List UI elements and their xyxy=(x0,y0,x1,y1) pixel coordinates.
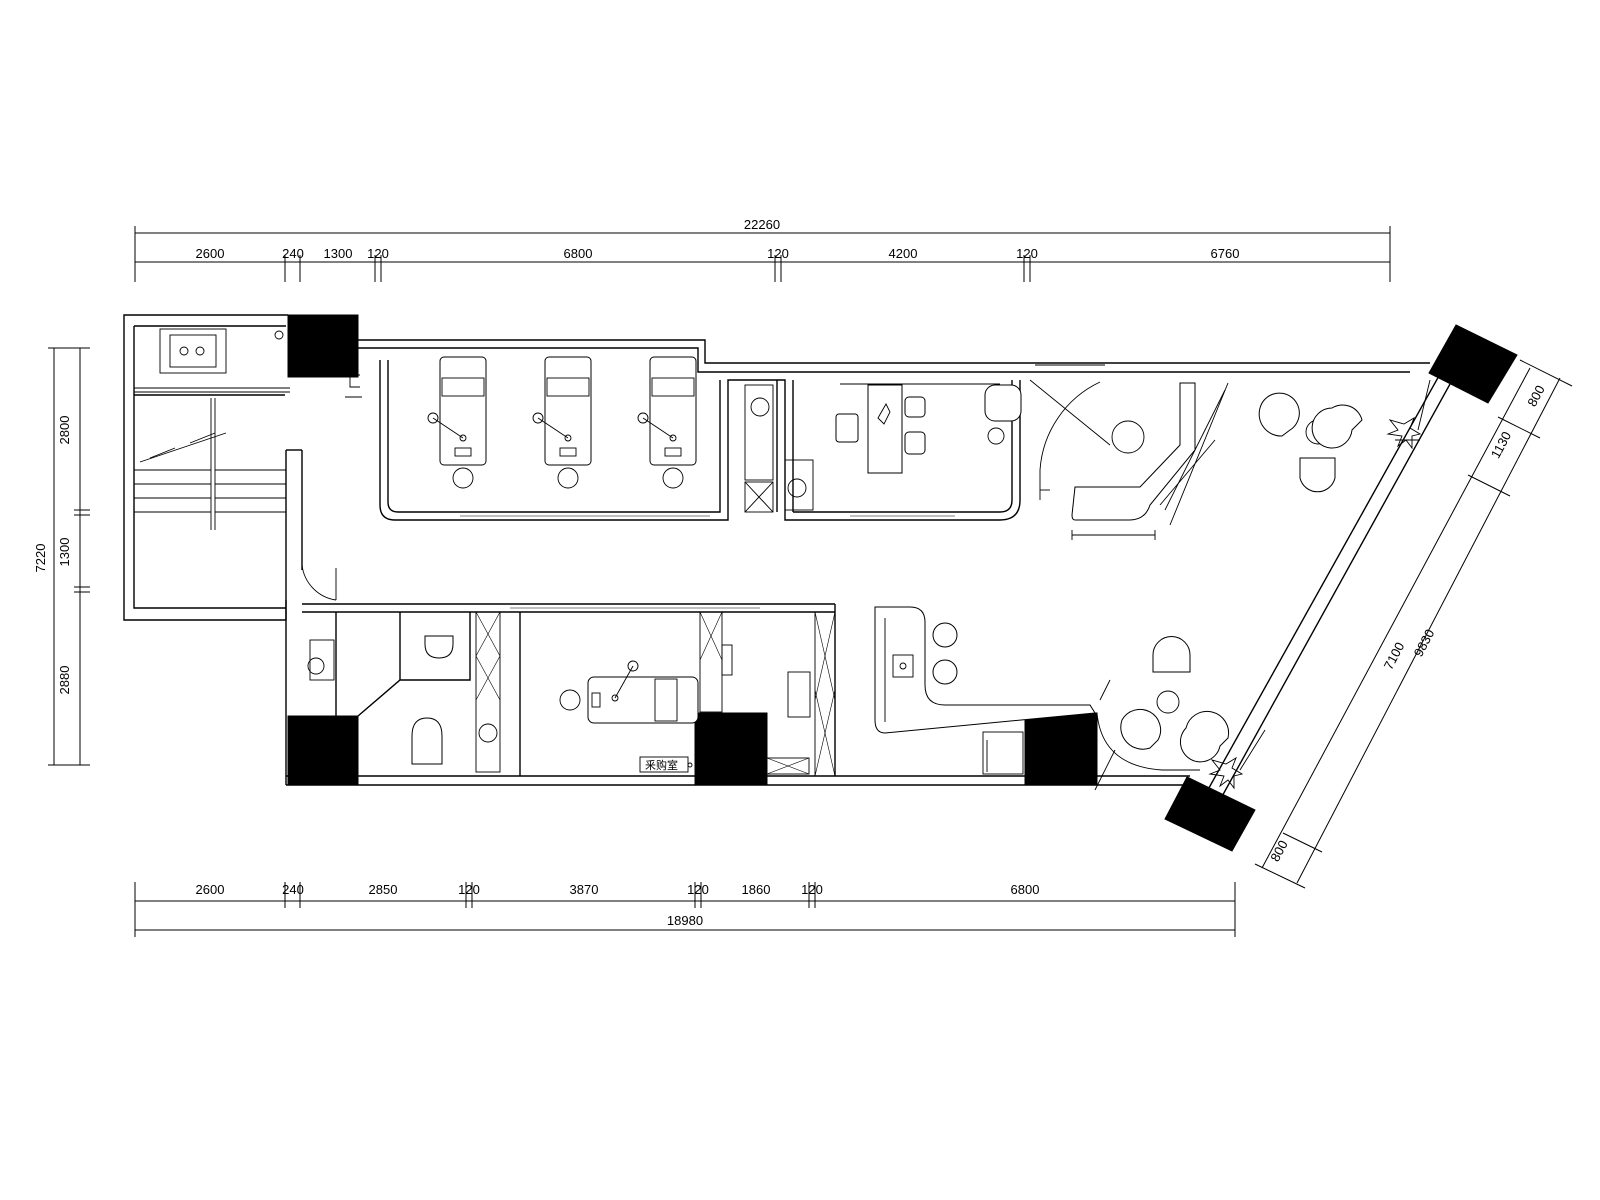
structural-columns xyxy=(287,314,1518,852)
massage-bed xyxy=(637,356,697,489)
lounge-seating-top xyxy=(1258,379,1431,493)
room-tag: 釆购室 xyxy=(645,758,678,772)
bottom-dim-2: 240 xyxy=(282,882,304,897)
massage-bed xyxy=(427,356,487,489)
column xyxy=(287,715,359,786)
column xyxy=(1024,712,1098,786)
column xyxy=(1428,324,1518,404)
column xyxy=(1164,776,1256,852)
top-dim-9: 6760 xyxy=(1211,246,1240,261)
bottom-dimension-chain: 2600 240 2850 120 3870 120 1860 120 6800… xyxy=(134,882,1236,937)
bottom-dim-9: 6800 xyxy=(1011,882,1040,897)
bottom-dim-8: 120 xyxy=(801,882,823,897)
top-dim-2: 240 xyxy=(282,246,304,261)
lounge-seating-bottom xyxy=(1120,636,1266,790)
top-dim-5: 6800 xyxy=(564,246,593,261)
stair-area xyxy=(134,328,362,601)
bar-counter-area xyxy=(874,606,1200,791)
column xyxy=(694,712,768,786)
right-dim-total: 9830 xyxy=(1411,627,1438,660)
bottom-rooms: 釆购室 xyxy=(302,603,836,777)
right-dim-2: 1130 xyxy=(1488,429,1514,461)
right-dim-3: 7100 xyxy=(1381,640,1408,673)
right-diagonal-dimension-chain: 9830 800 1130 7100 800 xyxy=(1254,359,1573,889)
right-dim-4: 800 xyxy=(1267,838,1290,864)
top-dim-6: 120 xyxy=(767,246,789,261)
top-dim-3: 1300 xyxy=(324,246,353,261)
massage-bed xyxy=(532,356,592,489)
top-dim-4: 120 xyxy=(367,246,389,261)
left-total-dim: 7220 xyxy=(33,544,48,573)
top-dim-8: 120 xyxy=(1016,246,1038,261)
bottom-dim-4: 120 xyxy=(458,882,480,897)
bottom-dim-7: 1860 xyxy=(742,882,771,897)
treatment-room-three-beds xyxy=(379,356,1021,521)
bottom-dim-3: 2850 xyxy=(369,882,398,897)
right-dim-1: 800 xyxy=(1524,383,1547,409)
column xyxy=(287,314,359,378)
top-dimension-chain: 22260 2600 240 1300 120 6800 120 4200 12… xyxy=(134,217,1391,282)
bottom-dim-6: 120 xyxy=(687,882,709,897)
reception-area xyxy=(984,364,1229,540)
left-dim-2: 1300 xyxy=(57,538,72,567)
bottom-dim-5: 3870 xyxy=(570,882,599,897)
left-dim-1: 2800 xyxy=(57,416,72,445)
left-dimension-chain: 7220 2800 1300 2880 xyxy=(33,347,90,766)
bottom-total-dim: 18980 xyxy=(667,913,703,928)
top-total-dim: 22260 xyxy=(744,217,780,232)
office-room xyxy=(835,383,1000,474)
top-dim-1: 2600 xyxy=(196,246,225,261)
top-dim-7: 4200 xyxy=(889,246,918,261)
bottom-dim-1: 2600 xyxy=(196,882,225,897)
left-dim-3: 2880 xyxy=(57,666,72,695)
